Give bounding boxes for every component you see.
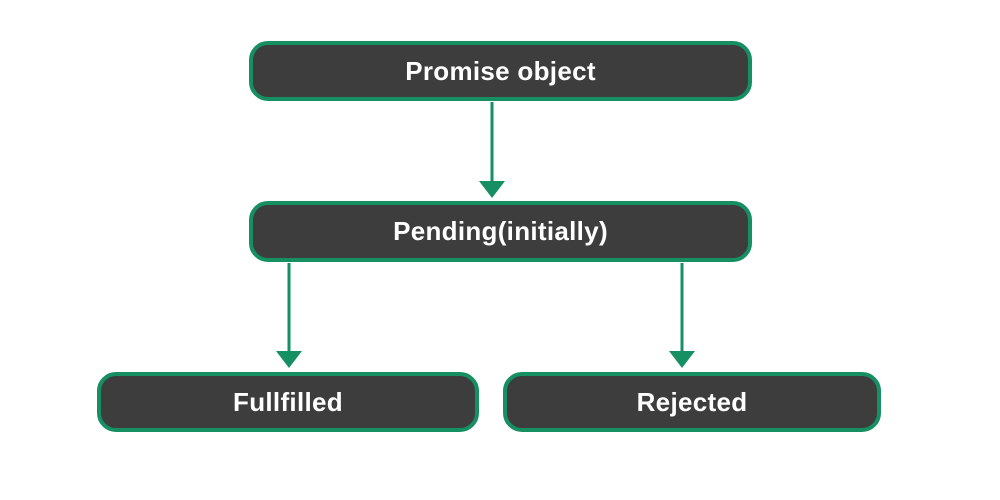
node-rejected: Rejected: [503, 372, 881, 432]
arrow-down-icon: [479, 181, 505, 198]
node-pending: Pending(initially): [249, 201, 752, 262]
node-rejected-label: Rejected: [636, 386, 748, 417]
node-fullfilled: Fullfilled: [97, 372, 479, 432]
edge-pending-to-rejected: [669, 263, 695, 368]
arrow-down-icon: [669, 351, 695, 368]
edge-promise-to-pending: [479, 102, 505, 198]
node-promise-object: Promise object: [249, 41, 752, 101]
arrow-down-icon: [276, 351, 302, 368]
edge-pending-to-fullfilled: [276, 263, 302, 368]
node-pending-label: Pending(initially): [393, 216, 608, 246]
node-promise-object-label: Promise object: [405, 55, 596, 86]
node-fullfilled-label: Fullfilled: [233, 386, 343, 417]
